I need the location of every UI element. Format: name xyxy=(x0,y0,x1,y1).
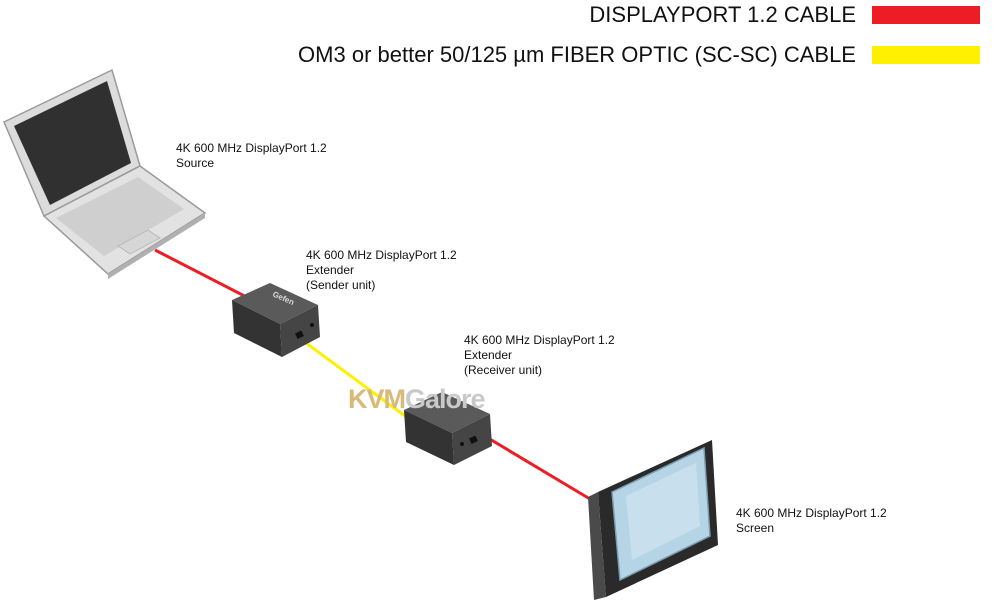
displayport-cable-receiver-screen xyxy=(477,430,601,507)
legend-label-displayport: DISPLAYPORT 1.2 CABLE xyxy=(589,2,856,27)
sender-label-line3: (Sender unit) xyxy=(306,278,376,292)
source-label-line1: 4K 600 MHz DisplayPort 1.2 xyxy=(176,141,327,155)
screen-label-line1: 4K 600 MHz DisplayPort 1.2 xyxy=(736,506,887,520)
laptop-icon xyxy=(3,68,207,279)
receiver-label: 4K 600 MHz DisplayPort 1.2 Extender (Rec… xyxy=(464,333,615,378)
monitor-icon xyxy=(588,440,718,600)
extender-receiver-unit xyxy=(404,392,492,465)
legend-swatch-yellow xyxy=(872,46,980,64)
screen-label: 4K 600 MHz DisplayPort 1.2 Screen xyxy=(736,506,887,536)
kvmgalore-watermark: KVMGalore xyxy=(348,384,486,415)
legend-label-fiber: OM3 or better 50/125 µm FIBER OPTIC (SC-… xyxy=(298,42,856,67)
sender-label-line1: 4K 600 MHz DisplayPort 1.2 xyxy=(306,248,457,262)
sender-label: 4K 600 MHz DisplayPort 1.2 Extender (Sen… xyxy=(306,248,457,293)
legend-swatch-red xyxy=(872,6,980,24)
legend-displayport: DISPLAYPORT 1.2 CABLE xyxy=(589,2,980,28)
receiver-label-line1: 4K 600 MHz DisplayPort 1.2 xyxy=(464,333,615,347)
receiver-label-line3: (Receiver unit) xyxy=(464,363,543,377)
screen-label-line2: Screen xyxy=(736,521,775,535)
watermark-part2: Galore xyxy=(405,384,486,414)
watermark-part1: KVM xyxy=(348,384,406,414)
source-label: 4K 600 MHz DisplayPort 1.2 Source xyxy=(176,141,327,171)
fiber-cable xyxy=(301,338,425,432)
source-label-line2: Source xyxy=(176,156,215,170)
legend-fiber: OM3 or better 50/125 µm FIBER OPTIC (SC-… xyxy=(298,42,980,68)
sender-label-line2: Extender xyxy=(306,263,355,277)
receiver-label-line2: Extender xyxy=(464,348,513,362)
extender-sender-unit: Gefen xyxy=(232,283,320,357)
